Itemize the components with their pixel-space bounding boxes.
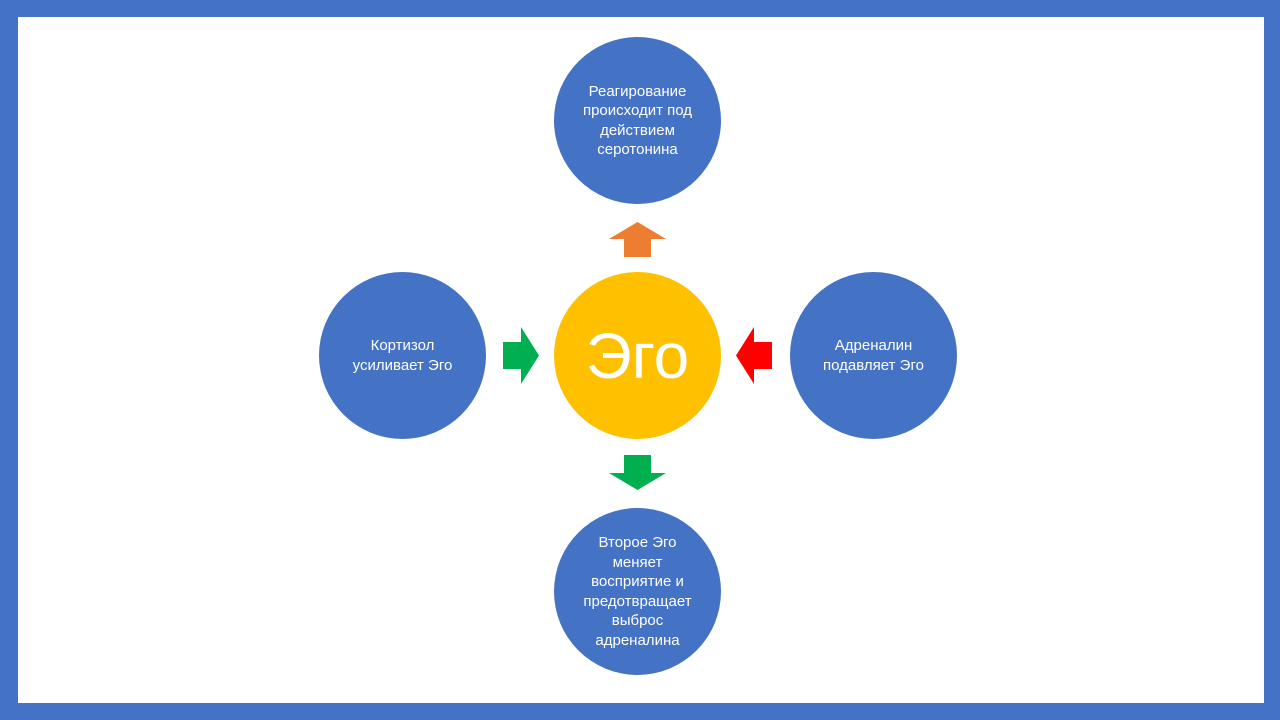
center-ego-label: Эго xyxy=(585,319,690,392)
node-second-ego: Второе Эго меняет восприятие и предотвра… xyxy=(554,508,721,675)
node-serotonin: Реагирование происходит под действием се… xyxy=(554,37,721,204)
node-serotonin-label: Реагирование происходит под действием се… xyxy=(582,82,693,159)
center-ego: Эго xyxy=(554,272,721,439)
node-cortisol: Кортизол усиливает Эго xyxy=(319,272,486,439)
arrow-down-icon xyxy=(609,455,666,490)
node-adrenaline: Адреналин подавляет Эго xyxy=(790,272,957,439)
arrow-left-icon xyxy=(736,327,772,384)
node-adrenaline-label: Адреналин подавляет Эго xyxy=(823,337,924,374)
arrow-up-icon xyxy=(609,222,666,257)
arrow-right-icon xyxy=(503,327,539,384)
node-second-ego-label: Второе Эго меняет восприятие и предотвра… xyxy=(583,534,692,649)
node-cortisol-label: Кортизол усиливает Эго xyxy=(352,337,453,374)
